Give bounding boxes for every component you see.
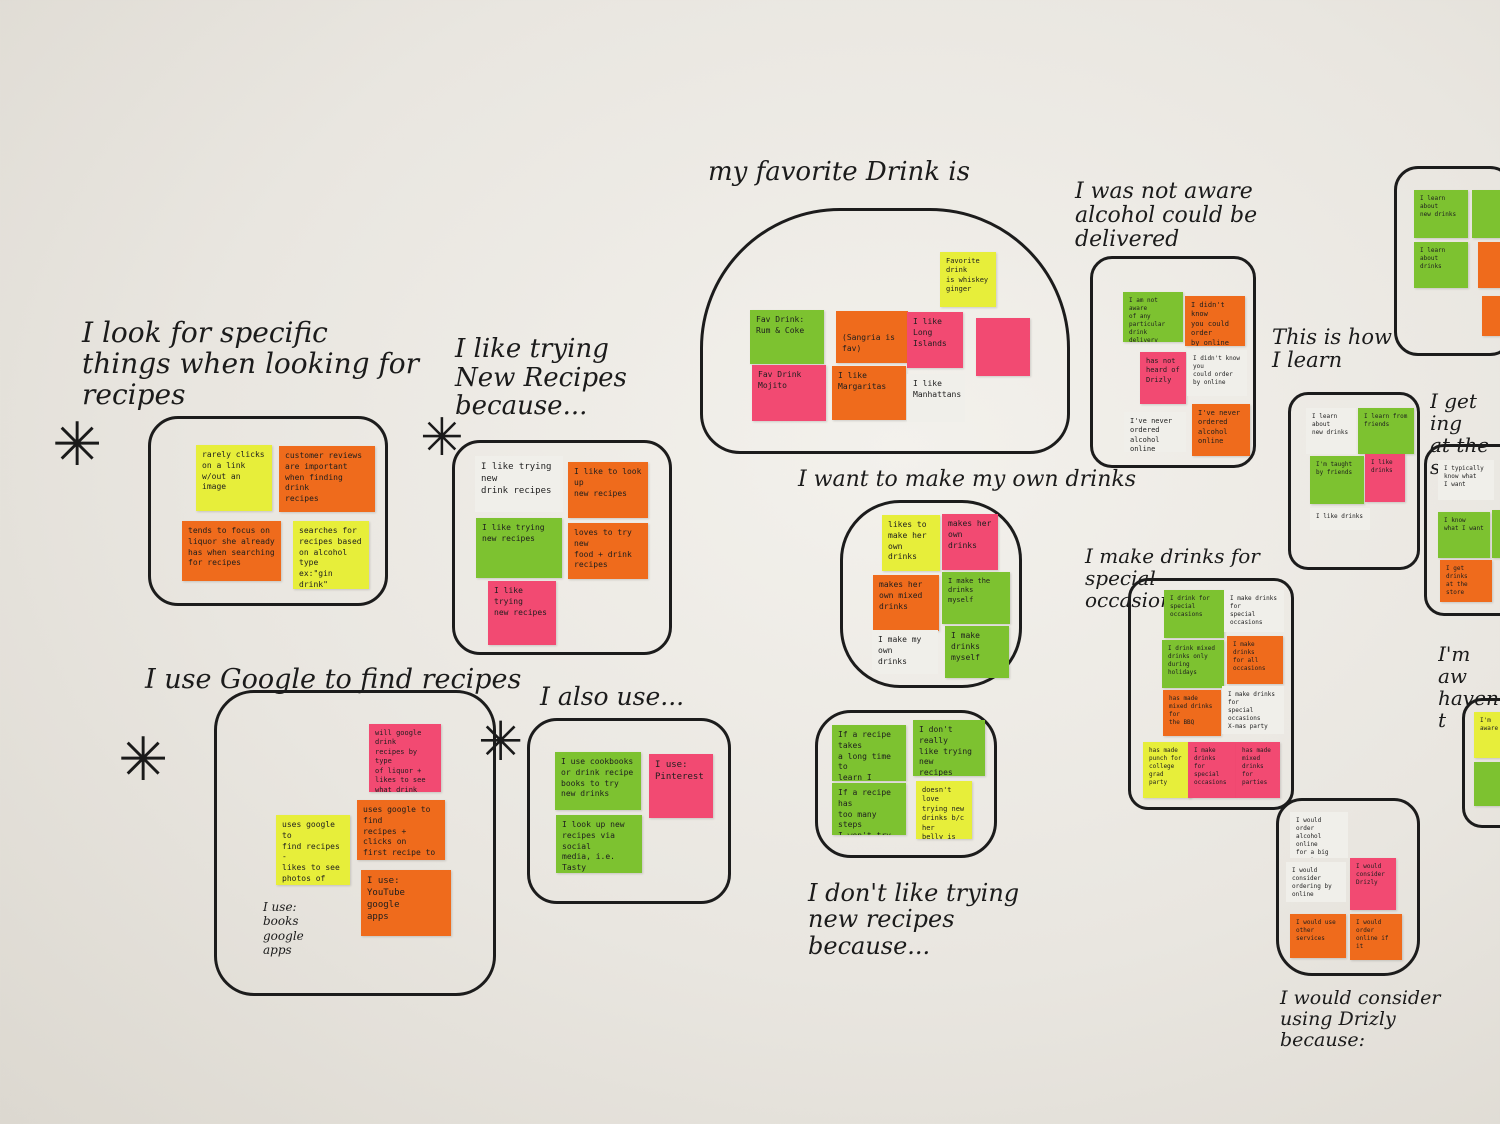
sticky-note: I make drinks for special occasions X-ma… bbox=[1222, 686, 1284, 734]
sticky-note: I use: YouTube google apps bbox=[361, 870, 451, 936]
sticky-note: has not heard of Drizly bbox=[1140, 352, 1186, 404]
sticky-note: I make the drinks myself bbox=[942, 572, 1010, 624]
sticky-note: I make drinks myself bbox=[945, 626, 1009, 678]
cluster-use-google bbox=[214, 690, 496, 996]
sticky-note bbox=[1492, 510, 1500, 558]
asterisk-icon: ✳ bbox=[52, 410, 103, 480]
heading-specific-things: I look for specific things when looking … bbox=[82, 316, 420, 411]
sticky-note: likes to make her own drinks bbox=[882, 515, 940, 571]
sticky-note: I drink for special occasions bbox=[1164, 590, 1224, 638]
sticky-note: I learn about new drinks bbox=[1414, 190, 1468, 238]
heading-make-own: I want to make my own drinks bbox=[798, 467, 1136, 492]
sticky-note: I would consider Drizly bbox=[1350, 858, 1396, 910]
sticky-note: I've never ordered alcohol online bbox=[1124, 412, 1186, 452]
cluster-right-middle bbox=[1424, 444, 1500, 616]
sticky-note: I make drinks for special occasions bbox=[1188, 742, 1236, 798]
sticky-note: has made mixed drinks for parties bbox=[1236, 742, 1280, 798]
sticky-note: I learn about new drinks bbox=[1306, 408, 1356, 454]
cluster-new-recipes bbox=[452, 440, 672, 655]
sticky-note: I like drinks bbox=[1365, 454, 1405, 502]
sticky-note bbox=[1472, 190, 1500, 238]
cluster-make-own bbox=[840, 500, 1022, 688]
sticky-note: tends to focus on liquor she already has… bbox=[182, 521, 281, 581]
cluster-favorite-drink bbox=[700, 208, 1070, 454]
sticky-note: I know what I want bbox=[1438, 512, 1490, 558]
sticky-note: uses google to find recipes - likes to s… bbox=[276, 815, 350, 885]
heading-dont-like: I don't like trying new recipes because.… bbox=[808, 879, 1020, 960]
sticky-note: I like trying new recipes bbox=[476, 518, 562, 578]
sticky-note: I've never ordered alcohol online bbox=[1192, 404, 1250, 456]
heading-special-occasions: I make drinks for special occasions bbox=[1085, 544, 1260, 612]
cluster-also-use bbox=[527, 718, 731, 904]
sticky-note: I didn't know you could order by online bbox=[1185, 296, 1245, 346]
heading-how-learn: This is how I learn bbox=[1272, 325, 1393, 373]
sticky-note: Fav Drink Mojito bbox=[752, 365, 826, 421]
cluster-specific-things bbox=[148, 416, 388, 606]
heading-new-recipes: I like trying New Recipes because... bbox=[455, 334, 627, 422]
sticky-note: I typically know what I want bbox=[1438, 460, 1494, 500]
handwritten-note: I use: books google apps bbox=[263, 900, 304, 958]
sticky-note: I look up new recipes via social media, … bbox=[556, 815, 642, 873]
heading-drizly: I would consider using Drizly because: bbox=[1280, 987, 1441, 1051]
sticky-note: I would order online if it bbox=[1350, 914, 1402, 960]
sticky-note: I make drinks for all occasions bbox=[1227, 636, 1283, 684]
sticky-note: has made punch for college grad party bbox=[1143, 742, 1191, 798]
sticky-note: I am not aware of any particular drink d… bbox=[1123, 292, 1183, 342]
heading-also-use: I also use... bbox=[540, 682, 685, 711]
sticky-note: I like drinks bbox=[1310, 508, 1370, 530]
asterisk-icon: ✳ bbox=[118, 725, 169, 795]
cluster-how-learn bbox=[1288, 392, 1420, 570]
sticky-note: makes her own drinks bbox=[942, 514, 998, 570]
cluster-special-occasions bbox=[1128, 578, 1294, 810]
sticky-note: will google drink recipes by type of liq… bbox=[369, 724, 441, 792]
sticky-note: Fav Drink: Rum & Coke bbox=[750, 310, 824, 364]
heading-not-aware: I was not aware alcohol could be deliver… bbox=[1075, 179, 1258, 253]
sticky-note: I would consider ordering by online bbox=[1286, 862, 1346, 902]
sticky-note: Favorite drink is whiskey ginger bbox=[940, 252, 996, 307]
sticky-note: I didn't know you could order by online bbox=[1187, 350, 1247, 396]
sticky-note: rarely clicks on a link w/out an image bbox=[196, 445, 272, 511]
sticky-note: has made mixed drinks for the BBQ bbox=[1163, 690, 1221, 736]
sticky-note: I like trying new drink recipes bbox=[475, 456, 563, 512]
sticky-note: If a recipe takes a long time to learn I… bbox=[832, 725, 906, 781]
heading-favorite-drink: my favorite Drink is bbox=[708, 157, 970, 187]
sticky-note bbox=[1474, 762, 1500, 806]
sticky-note: I would use other services bbox=[1290, 914, 1346, 958]
sticky-note: I like Margaritas bbox=[832, 366, 906, 420]
sticky-note: I like trying new recipes bbox=[488, 581, 556, 645]
sticky-note: (Sangria is fav) bbox=[836, 311, 908, 363]
sticky-note: customer reviews are important when find… bbox=[279, 446, 375, 512]
sticky-note: If a recipe has too many steps I won't t… bbox=[832, 783, 906, 835]
sticky-note: I'm taught by friends bbox=[1310, 456, 1364, 504]
cluster-drizly bbox=[1276, 798, 1420, 976]
sticky-note: I like to look up new recipes bbox=[568, 462, 648, 518]
sticky-note: I'm aware bbox=[1474, 712, 1500, 758]
sticky-note: I like Long Islands bbox=[907, 312, 963, 368]
sticky-note: searches for recipes based on alcohol ty… bbox=[293, 521, 369, 589]
sticky-note: I learn from friends bbox=[1358, 408, 1414, 454]
sticky-note bbox=[976, 318, 1030, 376]
cluster-dont-like bbox=[815, 710, 997, 858]
sticky-note: makes her own mixed drinks bbox=[873, 575, 939, 631]
sticky-note: I drink mixed drinks only during holiday… bbox=[1162, 640, 1224, 688]
cluster-top-right bbox=[1394, 166, 1500, 356]
sticky-note: I use: Pinterest bbox=[649, 754, 713, 818]
sticky-note: I don't really like trying new recipes bbox=[913, 720, 985, 776]
sticky-note: I use cookbooks or drink recipe books to… bbox=[555, 752, 641, 810]
sticky-note: I learn about drinks bbox=[1414, 242, 1468, 288]
sticky-note: I would order alcohol online for a big e… bbox=[1290, 812, 1348, 858]
sticky-note bbox=[1478, 242, 1500, 288]
sticky-note bbox=[1482, 296, 1500, 336]
sticky-note: I make my own drinks bbox=[872, 630, 938, 674]
sticky-note: I like Manhattans bbox=[907, 374, 965, 422]
sticky-note: loves to try new food + drink recipes bbox=[568, 523, 648, 579]
heading-use-google: I use Google to find recipes bbox=[145, 664, 522, 695]
cluster-right-lower bbox=[1462, 698, 1500, 828]
sticky-note: I make drinks for special occasions bbox=[1224, 590, 1284, 632]
sticky-note: uses google to find recipes + clicks on … bbox=[357, 800, 445, 860]
cluster-not-aware bbox=[1090, 256, 1256, 468]
heading-im-aw: I'm aw haven't t bbox=[1438, 643, 1500, 731]
sticky-note: doesn't love trying new drinks b/c her b… bbox=[916, 781, 972, 839]
sticky-note: I get drinks at the store bbox=[1440, 560, 1492, 602]
